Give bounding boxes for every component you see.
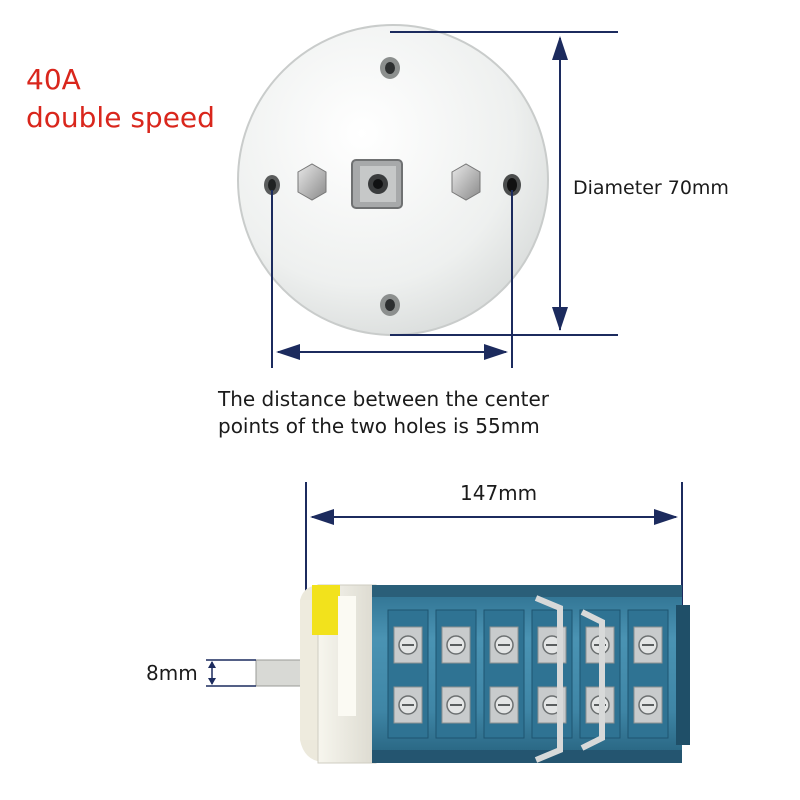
shaft-dimension <box>206 659 256 687</box>
hole-distance-label-line1: The distance between the center <box>218 387 550 411</box>
terminal-column <box>387 609 429 739</box>
diameter-label: Diameter 70mm <box>573 177 729 199</box>
hole-distance-dimension <box>271 190 513 368</box>
bridge-clip <box>534 595 563 763</box>
bridge-clip <box>580 609 605 751</box>
shaft-label: 8mm <box>146 661 198 685</box>
terminal-column <box>627 609 669 739</box>
terminal-block <box>387 595 669 763</box>
round-plate <box>237 24 549 336</box>
diameter-dimension <box>390 31 618 336</box>
terminal-column <box>531 609 573 739</box>
terminal-column <box>435 609 477 739</box>
terminal-column <box>483 609 525 739</box>
length-label: 147mm <box>460 481 538 505</box>
rating-label: 40A <box>26 63 81 96</box>
hole-distance-label-line2: points of the two holes is 55mm <box>218 414 540 438</box>
type-label: double speed <box>26 101 215 134</box>
